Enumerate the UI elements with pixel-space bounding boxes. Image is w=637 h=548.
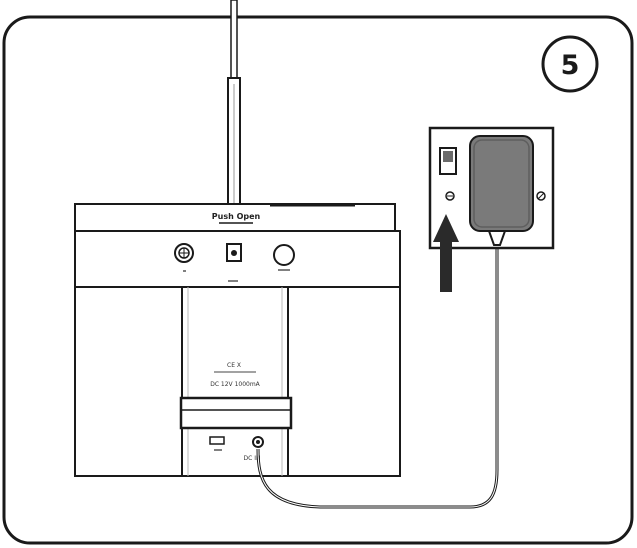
knob-icon	[273, 244, 295, 266]
cert-marks: CE X	[227, 362, 241, 369]
antenna-socket-icon	[226, 243, 242, 262]
up-arrow-icon	[433, 214, 459, 292]
step-number: 5	[561, 50, 580, 81]
dc-in-label: DC IN	[244, 455, 261, 462]
rating-label: DC 12V 1000mA	[210, 381, 260, 388]
push-open-label: Push Open	[212, 212, 261, 221]
speaker-grille-icon	[174, 243, 194, 263]
dc-jack-icon	[252, 436, 264, 448]
step-badge: 5	[541, 35, 599, 93]
device-back: Push Open CE X DC 12V 1000mA	[74, 203, 401, 477]
power-adapter-icon	[469, 135, 534, 246]
usb-port-icon	[209, 436, 225, 451]
